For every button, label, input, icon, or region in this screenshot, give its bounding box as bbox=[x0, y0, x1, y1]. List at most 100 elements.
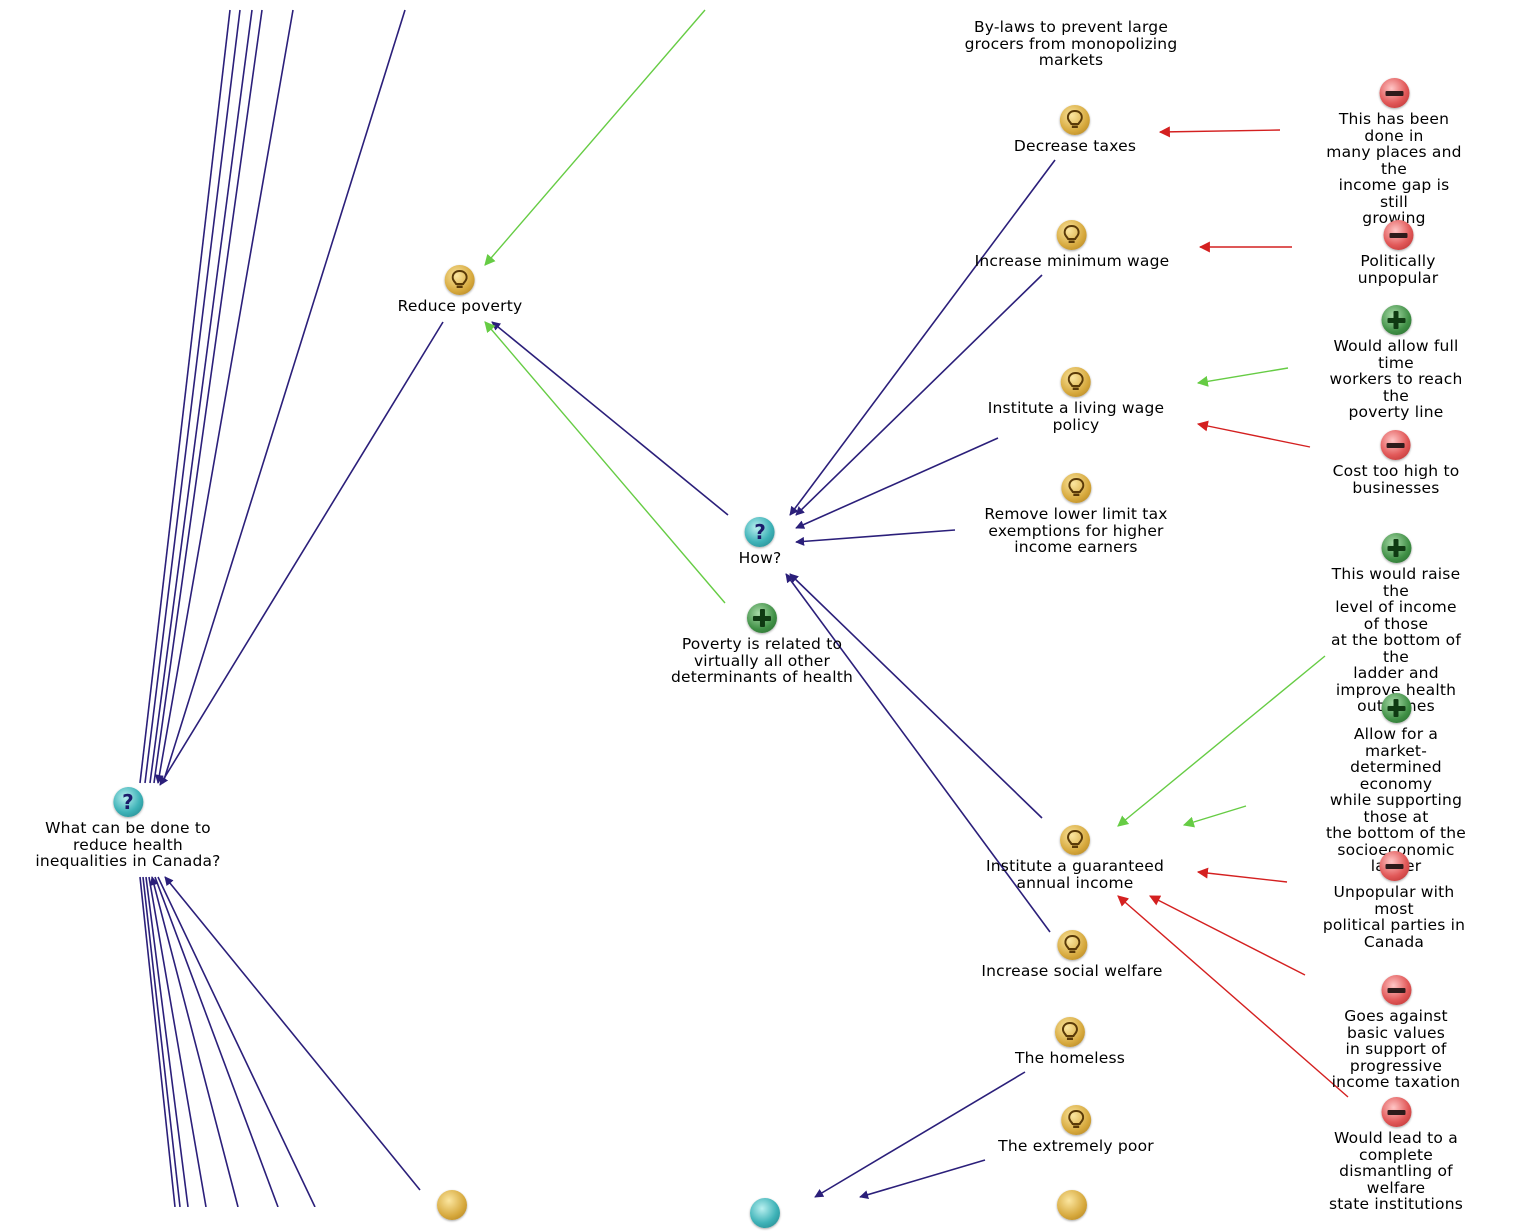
node-label: Increase minimum wage bbox=[974, 252, 1170, 270]
plus-icon bbox=[747, 603, 777, 633]
node-label: Reduce poverty bbox=[397, 297, 523, 315]
node-label: Politically unpopular bbox=[1357, 252, 1439, 287]
node-label: Cost too high to businesses bbox=[1332, 462, 1460, 497]
lightbulb-icon bbox=[437, 1190, 467, 1220]
edge-living-wage-to-how bbox=[795, 437, 999, 529]
plus-icon bbox=[1381, 533, 1411, 563]
edge-fan-top bbox=[162, 9, 406, 784]
plus-icon bbox=[1381, 693, 1411, 723]
node-label: This has been done in many places and th… bbox=[1326, 110, 1462, 227]
edge-how-to-reduce-poverty bbox=[491, 321, 729, 516]
plus-icon bbox=[1381, 305, 1411, 335]
edge-fan-bottom bbox=[145, 876, 189, 1207]
edge-con-decrease-taxes bbox=[1158, 126, 1281, 138]
node-living-wage[interactable]: Institute a living wage policy bbox=[988, 367, 1165, 433]
node-remove-exemptions[interactable]: Remove lower limit tax exemptions for hi… bbox=[984, 473, 1167, 556]
question-mark-icon bbox=[750, 1198, 780, 1228]
node-label: Goes against basic values in support of … bbox=[1331, 1007, 1461, 1091]
question-mark-icon: ? bbox=[745, 517, 775, 547]
node-pro-raise-income[interactable]: This would raise the level of income of … bbox=[1326, 533, 1467, 715]
node-con-progressive-taxation[interactable]: Goes against basic values in support of … bbox=[1326, 975, 1467, 1091]
edge-pro-raise-income bbox=[1117, 655, 1326, 827]
edge-fan-bottom bbox=[139, 876, 176, 1207]
node-label: The homeless bbox=[1014, 1049, 1126, 1067]
node-label: By-laws to prevent large grocers from mo… bbox=[964, 18, 1178, 69]
edge-decrease-taxes-to-how bbox=[789, 159, 1056, 516]
node-partial-question[interactable] bbox=[750, 1198, 780, 1231]
lightbulb-icon bbox=[1056, 220, 1087, 250]
edge-con-unpopular bbox=[1196, 867, 1288, 883]
lightbulb-icon bbox=[1061, 473, 1091, 503]
lightbulb-icon bbox=[1061, 1105, 1091, 1135]
lightbulb-icon bbox=[1057, 1190, 1087, 1220]
edge-fan-top bbox=[154, 9, 294, 784]
node-label: Would allow full time workers to reach t… bbox=[1329, 337, 1463, 421]
node-label: Institute a living wage policy bbox=[987, 399, 1165, 434]
node-how[interactable]: ? How? bbox=[739, 517, 782, 567]
node-bylaws[interactable]: By-laws to prevent large grocers from mo… bbox=[965, 19, 1178, 69]
node-extremely-poor[interactable]: The extremely poor bbox=[998, 1105, 1154, 1155]
node-poverty-related[interactable]: Poverty is related to virtually all othe… bbox=[671, 603, 853, 686]
node-con-dismantling[interactable]: Would lead to a complete dismantling of … bbox=[1326, 1097, 1467, 1213]
edge-fan-bottom bbox=[149, 876, 239, 1207]
lightbulb-icon bbox=[1061, 367, 1091, 397]
lightbulb-icon bbox=[1060, 825, 1090, 855]
minus-icon bbox=[1381, 430, 1411, 460]
node-guaranteed-income[interactable]: Institute a guaranteed annual income bbox=[986, 825, 1164, 891]
edge-support-top bbox=[484, 9, 706, 266]
lightbulb-icon bbox=[1059, 105, 1090, 135]
node-label: How? bbox=[738, 549, 782, 567]
node-decrease-taxes[interactable]: Decrease taxes bbox=[1014, 105, 1136, 155]
edge-reduce-poverty-to-main bbox=[159, 321, 444, 786]
question-mark-icon: ? bbox=[112, 787, 143, 817]
node-label: The extremely poor bbox=[998, 1137, 1154, 1155]
edge-remove-exemptions-to-how bbox=[795, 529, 956, 546]
edge-fan-top bbox=[144, 9, 241, 784]
edge-fan-top bbox=[149, 9, 253, 784]
node-label: Allow for a market-determined economy wh… bbox=[1325, 725, 1467, 874]
edge-extremely-poor-to-question bbox=[859, 1159, 986, 1200]
edge-pro-market-economy bbox=[1182, 805, 1247, 828]
minus-icon bbox=[1381, 1097, 1411, 1127]
edge-fan-bottom bbox=[142, 876, 181, 1207]
node-increase-minimum-wage[interactable]: Increase minimum wage bbox=[975, 220, 1170, 270]
node-label: Poverty is related to virtually all othe… bbox=[670, 635, 854, 686]
node-pro-market-economy[interactable]: Allow for a market-determined economy wh… bbox=[1326, 693, 1467, 875]
node-con-done-many-places[interactable]: This has been done in many places and th… bbox=[1323, 78, 1466, 227]
edge-lower-idea-to-main bbox=[164, 876, 421, 1191]
node-main-question[interactable]: ? What can be done to reduce health ineq… bbox=[35, 787, 220, 870]
edge-fan-bottom bbox=[157, 876, 316, 1207]
edge-con-dismantling bbox=[1117, 895, 1349, 1098]
minus-icon bbox=[1381, 975, 1411, 1005]
node-label: Increase social welfare bbox=[981, 962, 1163, 980]
node-con-cost-too-high[interactable]: Cost too high to businesses bbox=[1333, 430, 1460, 496]
node-label: Would lead to a complete dismantling of … bbox=[1328, 1129, 1464, 1213]
node-label: Decrease taxes bbox=[1013, 137, 1137, 155]
minus-icon bbox=[1379, 78, 1409, 108]
lightbulb-icon bbox=[1055, 1017, 1085, 1047]
node-pro-full-time-workers[interactable]: Would allow full time workers to reach t… bbox=[1326, 305, 1467, 421]
node-con-unpopular-parties[interactable]: Unpopular with most political parties in… bbox=[1323, 851, 1466, 950]
node-reduce-poverty[interactable]: Reduce poverty bbox=[398, 265, 523, 315]
node-label: What can be done to reduce health inequa… bbox=[35, 819, 221, 870]
node-homeless[interactable]: The homeless bbox=[1015, 1017, 1125, 1067]
edge-guaranteed-income-to-how bbox=[789, 573, 1043, 819]
lightbulb-icon bbox=[445, 265, 475, 295]
edge-con-progressive bbox=[1149, 895, 1306, 976]
minus-icon bbox=[1383, 220, 1413, 250]
node-label: Institute a guaranteed annual income bbox=[986, 857, 1164, 892]
edge-social-welfare-to-how bbox=[785, 573, 1051, 933]
node-label: Unpopular with most political parties in… bbox=[1322, 883, 1466, 951]
edge-pro-poverty-related bbox=[484, 321, 726, 604]
edge-fan-top bbox=[153, 9, 263, 784]
node-social-welfare[interactable]: Increase social welfare bbox=[981, 930, 1162, 980]
node-label: Remove lower limit tax exemptions for hi… bbox=[984, 505, 1168, 556]
edge-con-living-wage bbox=[1196, 420, 1311, 448]
edge-fan-top bbox=[139, 9, 231, 784]
edge-fan-bottom bbox=[154, 876, 279, 1207]
edge-homeless-to-question bbox=[814, 1071, 1026, 1198]
lightbulb-icon bbox=[1056, 930, 1087, 960]
node-con-politically-unpopular[interactable]: Politically unpopular bbox=[1329, 220, 1468, 286]
edge-min-wage-to-how bbox=[795, 274, 1043, 516]
